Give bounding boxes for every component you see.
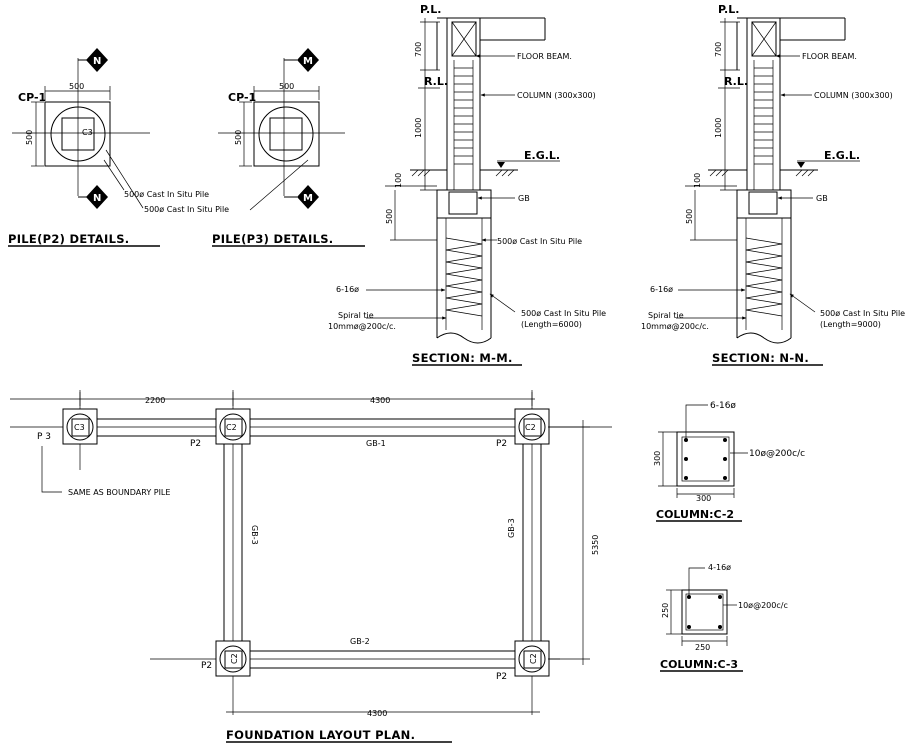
cp-label: CP-1: [18, 91, 46, 104]
p2-label: P2: [190, 439, 201, 449]
width-dim: 500: [279, 82, 294, 91]
floor-beam-label: FLOOR BEAM.: [802, 52, 857, 61]
rl-label: R.L.: [724, 75, 748, 88]
column-c3-detail: 4-16ø 10ø@200c/c 250 250 COLUMN:C-3: [660, 563, 788, 672]
height-dim: 500: [25, 130, 34, 145]
p2-label: P2: [496, 439, 507, 449]
c2-label: C2: [529, 653, 538, 664]
spiral-label-2: 10mmø@200c/c.: [328, 322, 396, 331]
section-mark-bottom: M: [303, 193, 313, 204]
pile-cap-c3: C3: [62, 408, 98, 445]
pile-cap-c2-bottom-right: C2: [514, 640, 550, 677]
foundation-layout-plan: 2200 4300 C3 C2: [10, 390, 612, 743]
dim-1000: 1000: [714, 118, 723, 138]
pile-p2-detail: C3 CP-1 500 500 N N 500ø Cast In Situ Pi…: [8, 48, 229, 247]
column-c2-title: COLUMN:C-2: [656, 508, 734, 521]
dim-4300-top: 4300: [370, 396, 390, 405]
spiral-label-1: Spiral tie: [338, 311, 374, 320]
plan-title: FOUNDATION LAYOUT PLAN.: [226, 728, 415, 742]
dim-4300-bottom: 4300: [367, 709, 387, 718]
c2-bars: 6-16ø: [710, 401, 736, 411]
gb3-right-label: GB-3: [507, 518, 516, 538]
gb3-left-label: GB-3: [250, 525, 259, 545]
bars-label: 6-16ø: [650, 285, 673, 294]
pile-bottom-label-1: 500ø Cast In Situ Pile: [820, 309, 905, 318]
dim-2200: 2200: [145, 396, 165, 405]
gb-label: GB: [816, 194, 828, 203]
column-ties: [454, 67, 473, 165]
pile-bottom-label-2: (Length=6000): [521, 320, 582, 329]
section-m-m-title: SECTION: M-M.: [412, 351, 513, 365]
floor-beam-label: FLOOR BEAM.: [517, 52, 572, 61]
pile-callout-2: 500ø Cast In Situ Pile: [144, 205, 229, 214]
c3-bars: 4-16ø: [708, 563, 731, 572]
dim-100: 100: [693, 173, 702, 188]
column-ties: [754, 67, 773, 165]
egl-label: E.G.L.: [524, 149, 560, 162]
height-dim: 500: [234, 130, 243, 145]
column-label: COLUMN (300x300): [814, 91, 893, 100]
c3-height-dim: 250: [661, 603, 670, 618]
p3-note: SAME AS BOUNDARY PILE: [68, 488, 170, 497]
c2-height-dim: 300: [653, 451, 662, 466]
pile-cap-c2-bottom-left: C2: [215, 640, 251, 677]
pile-bottom-label-1: 500ø Cast In Situ Pile: [521, 309, 606, 318]
c2-label: C2: [230, 653, 239, 664]
pile-p3-title: PILE(P3) DETAILS.: [212, 232, 333, 246]
section-n-n-title: SECTION: N-N.: [712, 351, 809, 365]
pile-cap-c2-top-right: C2: [514, 408, 550, 445]
spiral-label-1: Spiral tie: [648, 311, 684, 320]
gb1-label: GB-1: [366, 439, 386, 448]
pile-top-label: 500ø Cast In Situ Pile: [497, 237, 582, 246]
pile-bottom-label-2: (Length=9000): [820, 320, 881, 329]
pile-p3-detail: CP-1 500 500 M M PILE(P3) DETAILS.: [212, 48, 365, 247]
rl-label: R.L.: [424, 75, 448, 88]
c2-ties: 10ø@200c/c: [749, 449, 805, 459]
section-mark-bottom: N: [93, 193, 101, 204]
p3-label: P 3: [37, 432, 51, 442]
dim-500: 500: [385, 209, 394, 224]
c2-label: C2: [525, 423, 536, 432]
p2-label: P2: [201, 661, 212, 671]
section-mark-top: N: [93, 56, 101, 67]
c3-width-dim: 250: [695, 643, 710, 652]
c2-width-dim: 300: [696, 494, 711, 503]
spiral-label-2: 10mmø@200c/c.: [641, 322, 709, 331]
spiral-tie: [745, 237, 783, 317]
c2-label: C2: [226, 423, 237, 432]
p2-label: P2: [496, 672, 507, 682]
c3-label: C3: [74, 423, 85, 432]
dim-100: 100: [394, 173, 403, 188]
spiral-tie: [445, 237, 483, 317]
gb2-label: GB-2: [350, 637, 370, 646]
column-c3-title: COLUMN:C-3: [660, 658, 738, 671]
egl-label: E.G.L.: [824, 149, 860, 162]
width-dim: 500: [69, 82, 84, 91]
cp-label: CP-1: [228, 91, 256, 104]
dim-5350: 5350: [591, 535, 600, 555]
dim-1000: 1000: [414, 118, 423, 138]
section-mark-top: M: [303, 56, 313, 67]
section-n-n: 700 1000 100 500 P.L. R.L. E.G.L. FLOOR …: [641, 3, 905, 366]
pl-label: P.L.: [718, 3, 739, 16]
pile-cap-c2-top-left: C2: [215, 408, 251, 445]
pile-p2-title: PILE(P2) DETAILS.: [8, 232, 129, 246]
dim-700: 700: [714, 42, 723, 57]
c3-ties: 10ø@200c/c: [738, 601, 788, 610]
dim-700: 700: [414, 42, 423, 57]
pl-label: P.L.: [420, 3, 441, 16]
cap-label: C3: [82, 128, 93, 137]
dim-500: 500: [685, 209, 694, 224]
column-c2-detail: 6-16ø 10ø@200c/c 300 300 COLUMN:C-2: [653, 401, 805, 522]
pile-callout-1: 500ø Cast In Situ Pile: [124, 190, 209, 199]
bars-label: 6-16ø: [336, 285, 359, 294]
gb-label: GB: [518, 194, 530, 203]
section-m-m: 700 1000 100 500 P.L. R.L. E.G.L. FLOOR …: [328, 3, 606, 366]
column-label: COLUMN (300x300): [517, 91, 596, 100]
